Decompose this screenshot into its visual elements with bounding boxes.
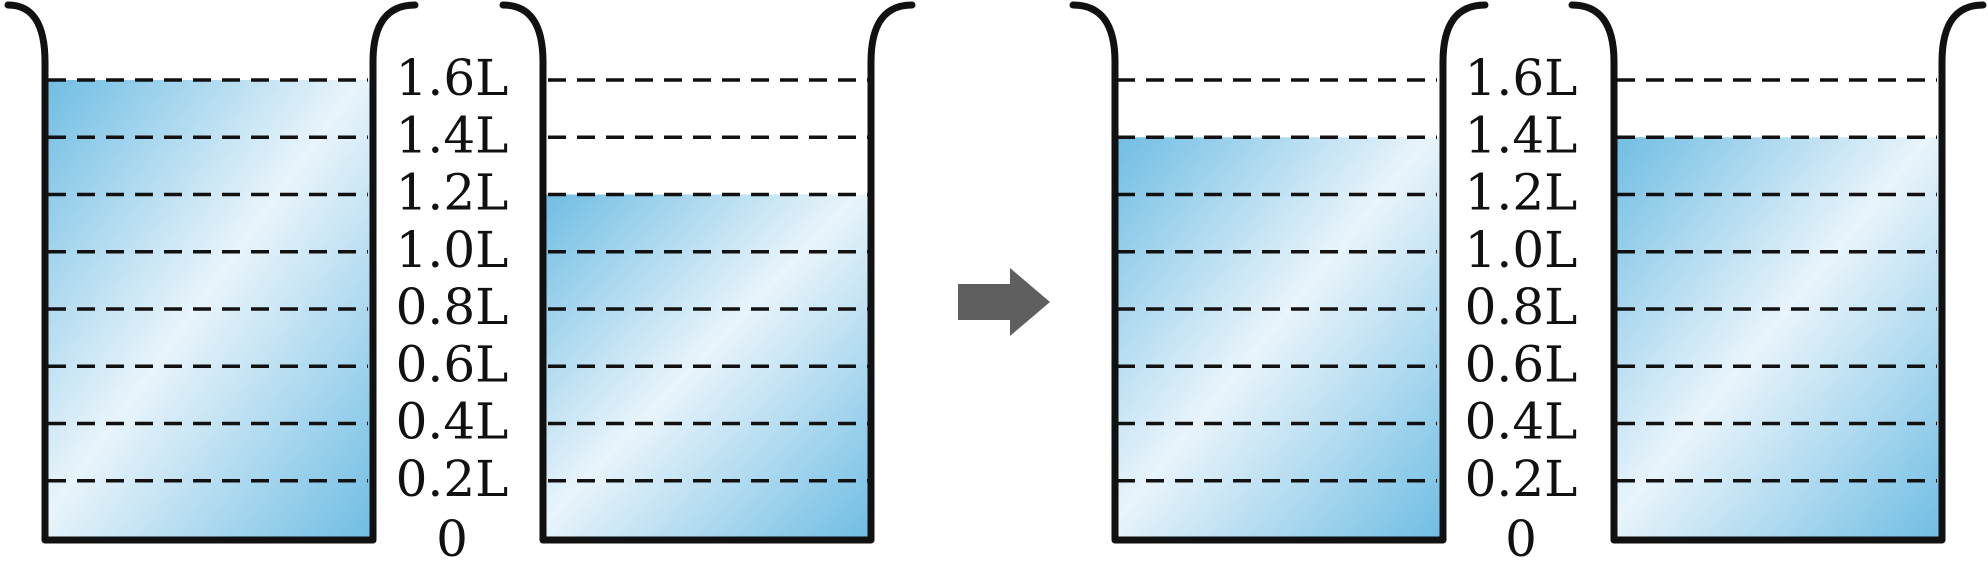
after-scale-label-4: 1.0L <box>1465 221 1578 279</box>
before-scale-label-7: 1.6L <box>396 49 509 107</box>
right-arrow-icon <box>958 268 1050 336</box>
before-state: 0 0.2L0.4L0.6L0.8L1.0L1.2L1.4L1.6L <box>4 1 916 568</box>
after-left-beaker <box>1069 1 1489 544</box>
after-right-dashes <box>1617 78 1937 483</box>
after-scale-label-2: 0.6L <box>1465 335 1578 393</box>
after-state: 0 0.2L0.4L0.6L0.8L1.0L1.2L1.4L1.6L <box>1069 1 1987 568</box>
after-scale-label-1: 0.4L <box>1465 393 1578 451</box>
after-scale-label-0: 0.2L <box>1465 450 1578 508</box>
after-left-water <box>1115 137 1443 538</box>
before-left-beaker <box>4 1 419 544</box>
after-scale: 0 0.2L0.4L0.6L0.8L1.0L1.2L1.4L1.6L <box>1465 49 1578 568</box>
before-right-dashes <box>548 78 868 483</box>
before-scale-zero: 0 <box>436 510 468 568</box>
after-scale-label-3: 0.8L <box>1465 278 1578 336</box>
after-scale-label-5: 1.2L <box>1465 164 1578 222</box>
before-right-beaker <box>499 1 916 544</box>
before-scale-label-3: 0.8L <box>396 278 509 336</box>
before-scale-label-4: 1.0L <box>396 221 509 279</box>
after-right-beaker <box>1568 1 1987 544</box>
before-scale-label-1: 0.4L <box>396 393 509 451</box>
after-scale-label-6: 1.4L <box>1465 106 1578 164</box>
before-scale-label-6: 1.4L <box>396 106 509 164</box>
after-scale-zero: 0 <box>1505 510 1537 568</box>
before-left-dashes <box>48 78 368 483</box>
after-left-dashes <box>1117 78 1437 483</box>
before-scale-label-5: 1.2L <box>396 164 509 222</box>
before-scale: 0 0.2L0.4L0.6L0.8L1.0L1.2L1.4L1.6L <box>396 49 509 568</box>
before-scale-label-2: 0.6L <box>396 335 509 393</box>
before-scale-label-0: 0.2L <box>396 450 509 508</box>
after-scale-label-7: 1.6L <box>1465 49 1578 107</box>
after-right-water <box>1614 137 1942 538</box>
